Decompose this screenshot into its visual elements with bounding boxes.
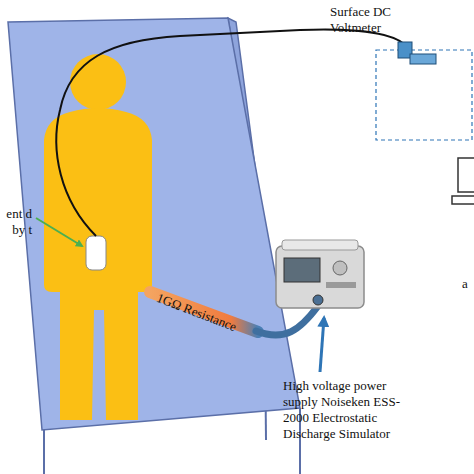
voltmeter-probe [398,42,436,64]
sense-wire [56,30,404,236]
electrode [86,236,106,270]
device-screen [284,258,320,282]
table-leg [43,428,45,474]
instrument-label: Surface DC Voltmeter [330,4,410,36]
cropped-label: a [462,276,472,292]
pointer-arrow [320,318,324,372]
pointer-arrow [36,218,82,246]
laptop-base [452,196,474,204]
esd-simulator [276,240,364,308]
device-keys [326,282,356,288]
device-knob [333,261,347,275]
laptop-screen [458,158,474,192]
device-handle [282,240,358,250]
measurement-region [376,50,472,140]
hv-cable [256,306,318,335]
tilt-table [8,18,300,430]
probe-base [410,54,436,64]
body [44,108,152,420]
device-port [313,295,323,305]
head [70,54,126,110]
callout-label: ent d by t [2,206,32,238]
device-body [276,246,364,308]
laptop [452,158,474,204]
instrument-label: High voltage power supply Noiseken ESS-2… [283,378,405,442]
